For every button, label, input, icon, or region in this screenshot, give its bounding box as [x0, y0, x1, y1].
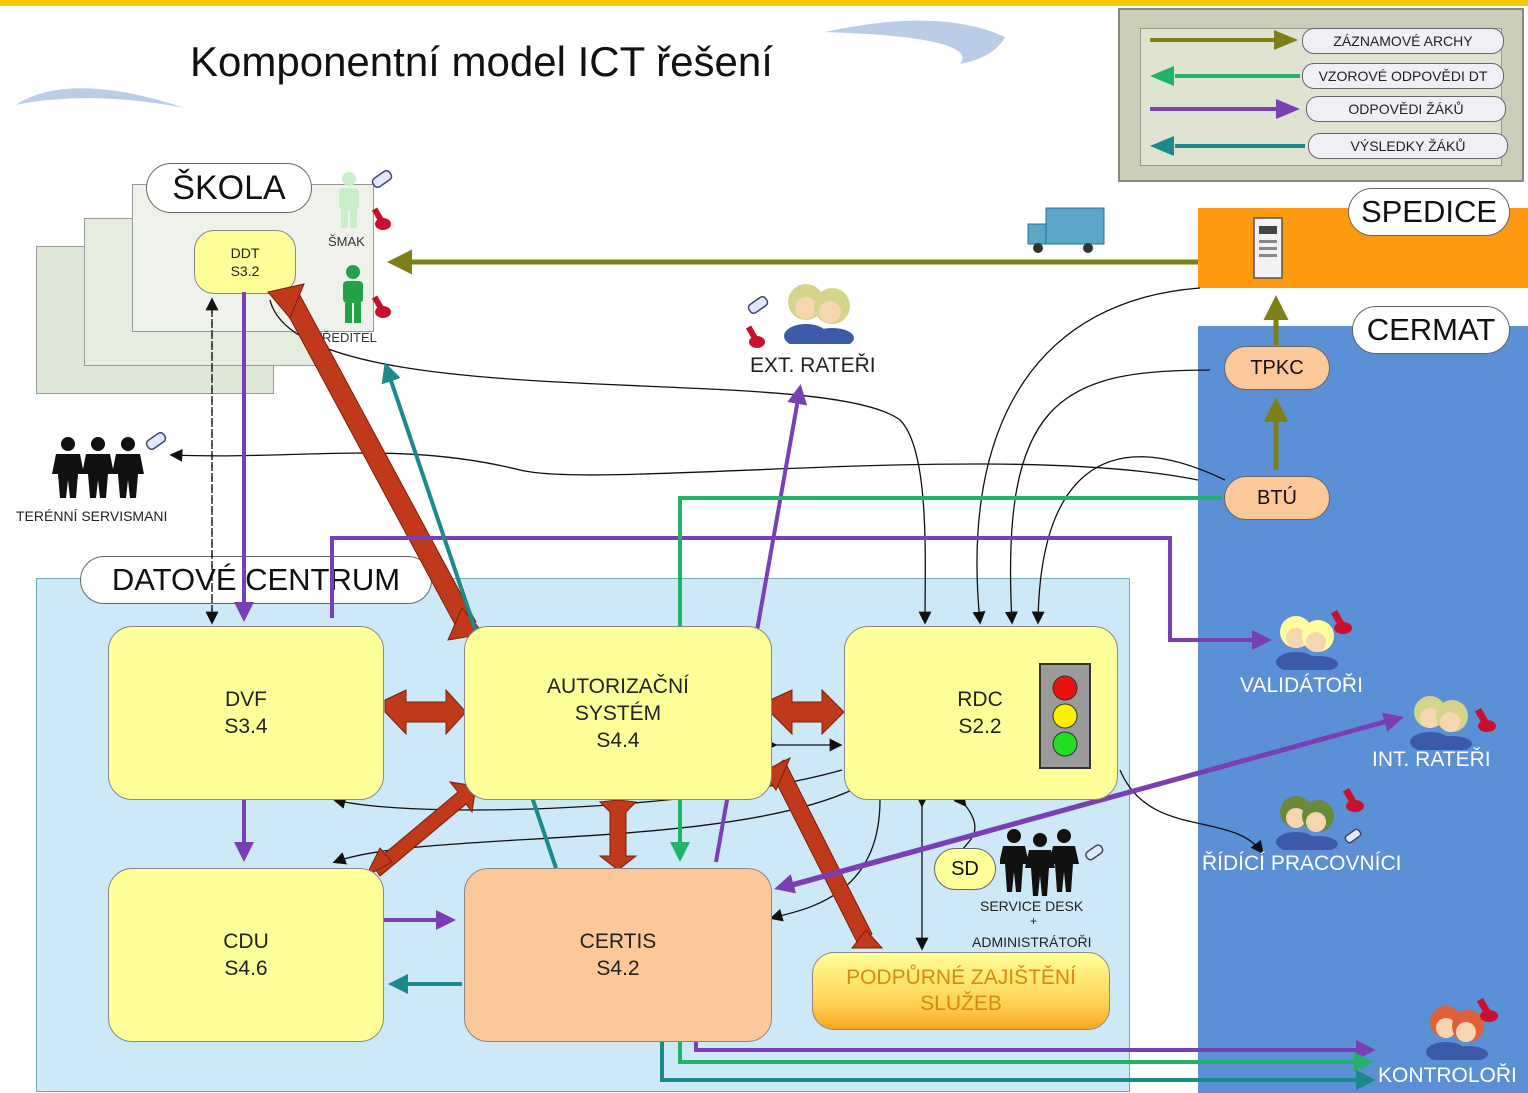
cermat-label: CERMAT — [1352, 306, 1510, 354]
stamp-icon-ridici — [1342, 787, 1364, 812]
ext-rateri-people-icon — [784, 284, 854, 344]
ddt-line1: DDT — [230, 245, 260, 261]
terenni-servismani-icon — [52, 437, 144, 498]
int-rateri-label: INT. RATEŘI — [1372, 748, 1491, 771]
phone-icon-terenni — [145, 431, 167, 451]
int-rateri-people-icon — [1410, 696, 1472, 750]
stamp-icon-reditel — [371, 295, 391, 318]
stamp-icon-validatori — [1330, 609, 1352, 634]
cdu-line1: CDU — [223, 930, 269, 953]
dvf-line2: S3.4 — [224, 715, 268, 738]
datove-centrum-label: DATOVÉ CENTRUM — [80, 556, 432, 604]
smak-person-icon — [339, 172, 359, 228]
reditel-person-icon — [343, 265, 363, 323]
cdu-line2: S4.6 — [224, 957, 268, 980]
certis-line2: S4.2 — [596, 957, 640, 980]
ddt-box[interactable]: DDT S3.2 — [194, 230, 296, 294]
podpurne-line1: PODPŮRNÉ ZAJIŠTĚNÍ — [846, 966, 1076, 989]
stamp-icon-int-rateri — [1474, 707, 1496, 732]
rdc-line2: S2.2 — [958, 715, 1002, 738]
legend-item-vzorove-odpovedi: VZOROVÉ ODPOVĚDI DT — [1302, 63, 1504, 89]
ridici-pracovnici-people-icon — [1276, 796, 1338, 850]
smak-label: ŠMAK — [328, 234, 365, 249]
truck-icon — [1027, 207, 1105, 253]
decorative-swoosh-right — [825, 20, 1005, 64]
page-title: Komponentní model ICT řešení — [190, 38, 773, 85]
legend-item-vysledky-zaku: VÝSLEDKY ŽÁKŮ — [1308, 133, 1508, 159]
legend-arrows — [1150, 30, 1305, 156]
legend-item-odpovedi-zaku: ODPOVĚDI ŽÁKŮ — [1306, 96, 1506, 122]
stamp-icon-kontrolori — [1476, 997, 1498, 1022]
ridici-pracovnici-label: ŘÍDÍCÍ PRACOVNÍCI — [1202, 852, 1402, 875]
traffic-light-icon — [1039, 663, 1091, 769]
validatori-people-icon — [1276, 616, 1338, 670]
reditel-label: ŘEDITEL — [322, 330, 377, 345]
rdc-line1: RDC — [957, 688, 1003, 711]
stamp-icon-ext-rateri — [745, 325, 765, 348]
service-desk-line1: SERVICE DESK — [980, 898, 1084, 914]
dvf-line1: DVF — [225, 688, 267, 711]
ext-rateri-label: EXT. RATEŘI — [750, 354, 876, 377]
stamp-icon-smak — [371, 207, 391, 230]
autorizacni-system-box[interactable]: AUTORIZAČNÍ SYSTÉM S4.4 — [464, 626, 772, 800]
legend-item-zaznamove-archy: ZÁZNAMOVÉ ARCHY — [1302, 28, 1504, 54]
autorizacni-line2: SYSTÉM — [574, 701, 662, 725]
btu-pill[interactable]: BTÚ — [1224, 476, 1330, 520]
phone-icon-smak — [371, 169, 393, 189]
podpurne-line2: SLUŽEB — [920, 992, 1002, 1015]
podpurne-zajisteni-box[interactable]: PODPŮRNÉ ZAJIŠTĚNÍ SLUŽEB — [812, 952, 1110, 1030]
dvf-box[interactable]: DVF S3.4 — [108, 626, 384, 800]
kontrolori-people-icon — [1426, 1006, 1488, 1060]
certis-box[interactable]: CERTIS S4.2 — [464, 868, 772, 1042]
spedice-label: SPEDICE — [1348, 188, 1510, 236]
certis-line1: CERTIS — [579, 930, 657, 953]
service-desk-line3: ADMINISTRÁTOŘI — [972, 934, 1092, 950]
top-accent-bar — [0, 0, 1528, 6]
terenni-servismani-label: TERÉNNÍ SERVISMANI — [16, 508, 168, 524]
validatori-label: VALIDÁTOŘI — [1240, 674, 1363, 697]
server-icon — [1253, 217, 1283, 279]
phone-icon-ext-rateri — [747, 295, 769, 315]
decorative-swoosh-left — [15, 88, 185, 108]
autorizacni-line1: AUTORIZAČNÍ — [547, 674, 689, 698]
ddt-line2: S3.2 — [230, 263, 260, 279]
phone-icon-ridici — [1344, 828, 1362, 844]
cermat-region — [1198, 326, 1528, 1093]
autorizacni-line3: S4.4 — [596, 728, 640, 752]
service-desk-line2: + — [1030, 914, 1038, 928]
tpkc-pill[interactable]: TPKC — [1224, 346, 1330, 390]
skola-label: ŠKOLA — [146, 163, 312, 213]
cdu-box[interactable]: CDU S4.6 — [108, 868, 384, 1042]
sd-pill[interactable]: SD — [934, 848, 996, 890]
kontrolori-label: KONTROLOŘI — [1378, 1064, 1517, 1087]
service-desk-people-icon — [1000, 829, 1079, 896]
phone-icon-service-desk — [1085, 844, 1104, 861]
